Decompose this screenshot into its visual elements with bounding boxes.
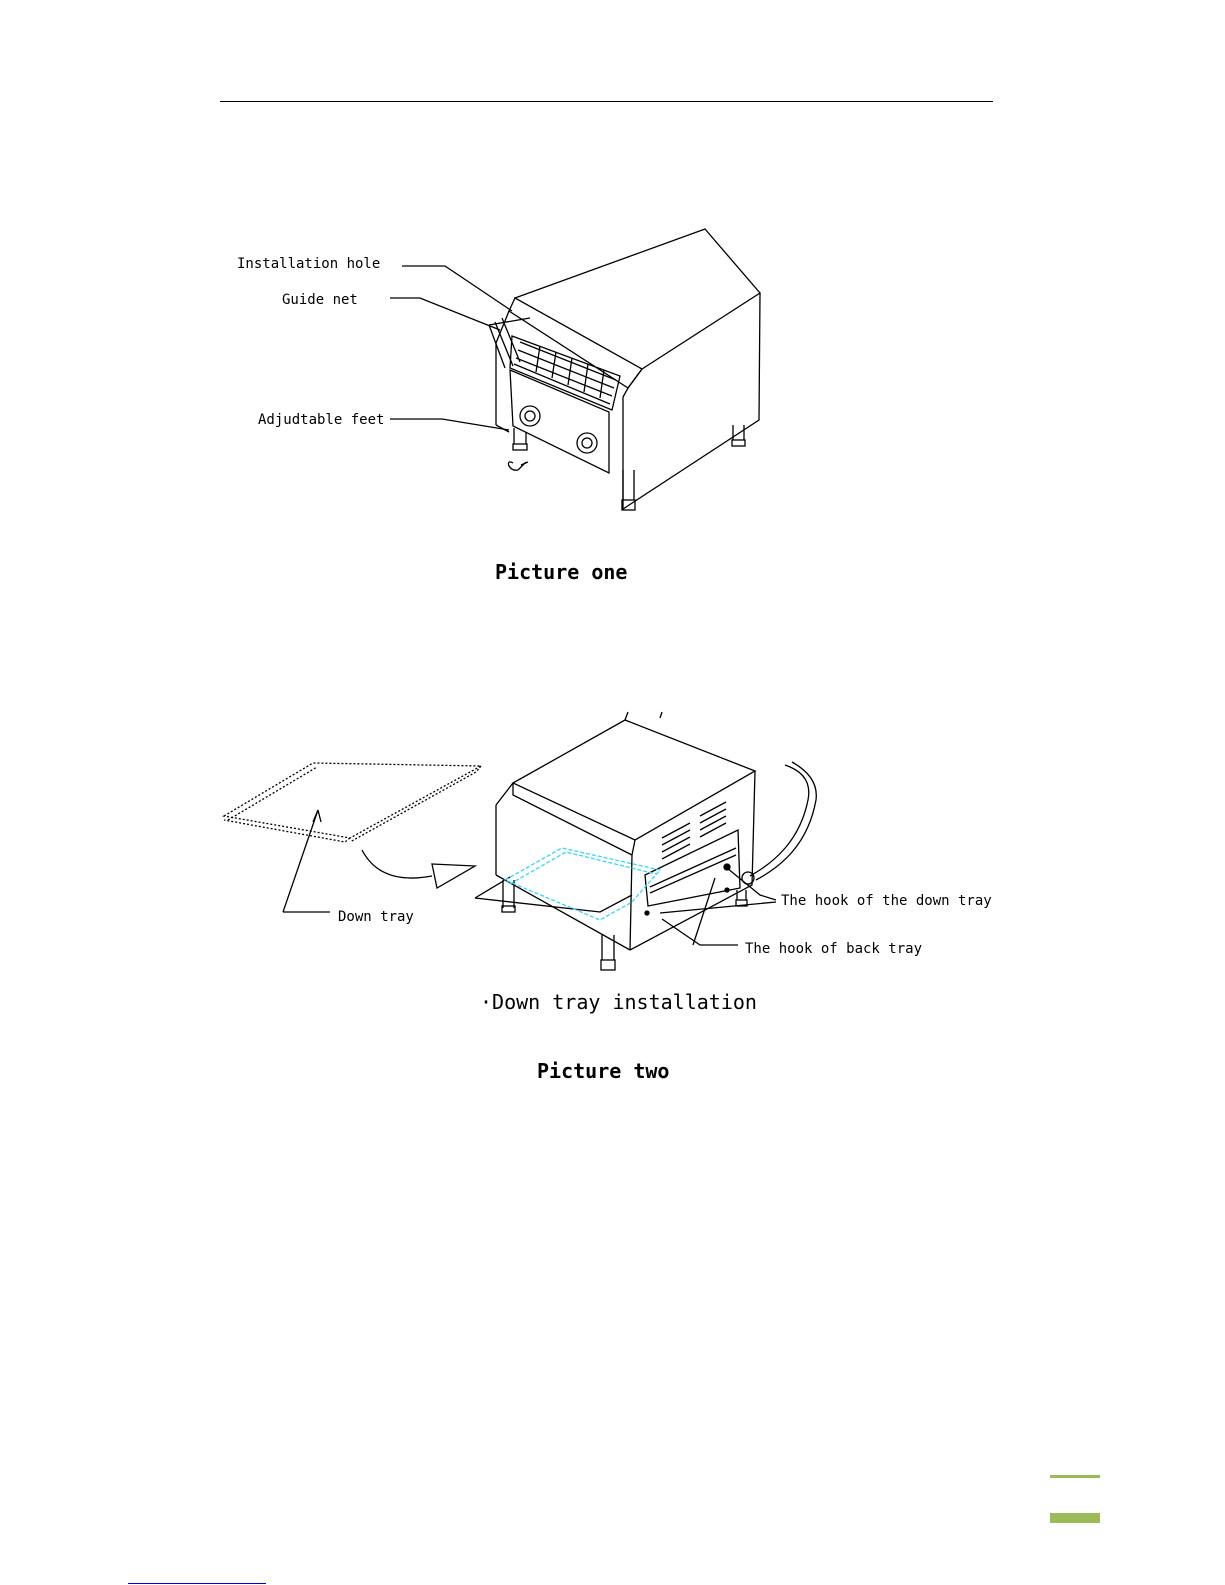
picture-two-caption: Picture two — [537, 1059, 669, 1083]
footer-accent-line — [1050, 1475, 1100, 1478]
down-tray-installation-caption: ·Down tray installation — [480, 990, 757, 1014]
hook-down-tray-label: The hook of the down tray — [781, 893, 992, 909]
down-tray-label: Down tray — [338, 909, 414, 925]
footer-link-underline[interactable] — [128, 1583, 266, 1584]
hook-back-tray-label: The hook of back tray — [745, 941, 922, 957]
footer-accent-bar — [1050, 1513, 1100, 1523]
